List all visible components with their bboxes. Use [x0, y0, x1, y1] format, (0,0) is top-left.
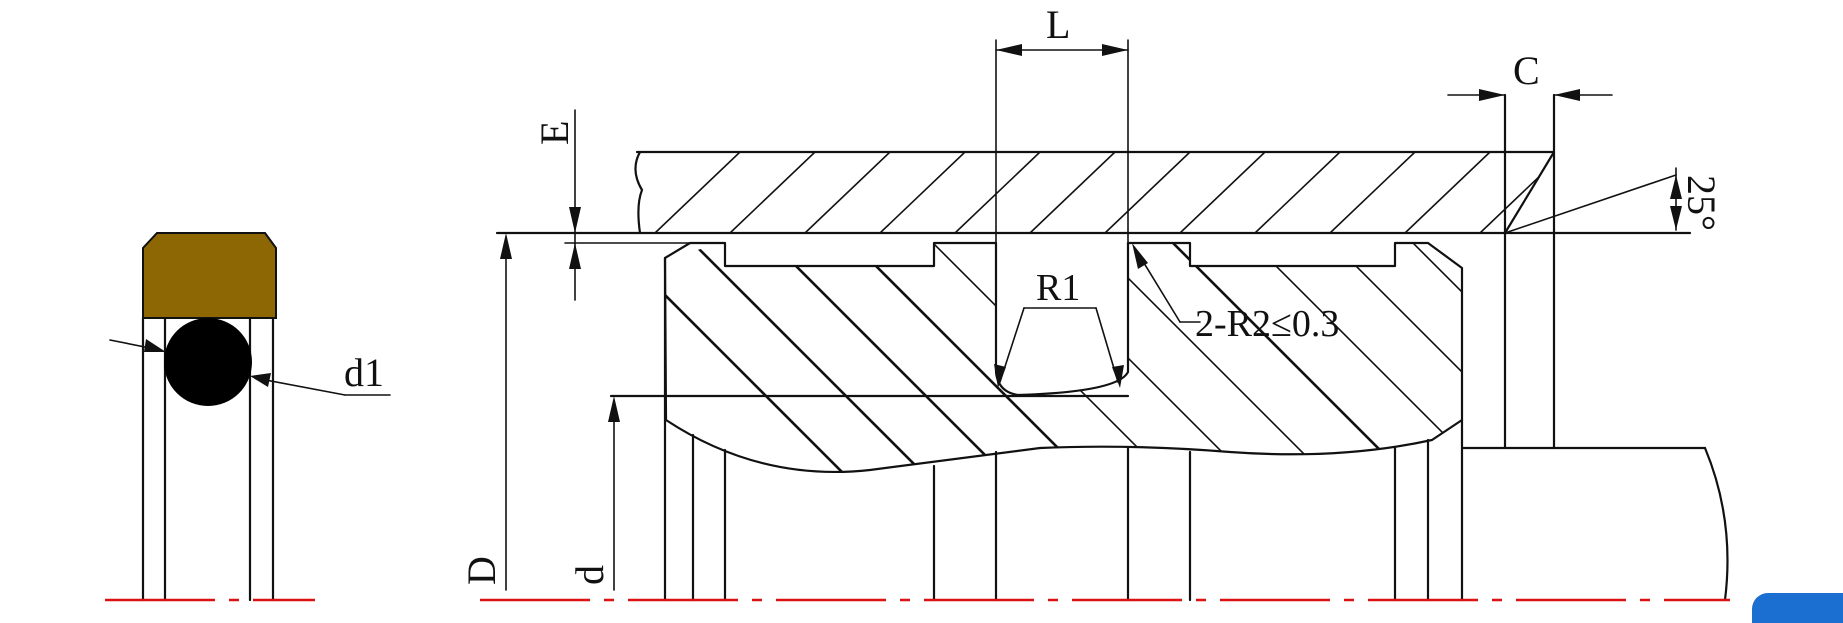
- corner-tab[interactable]: [1752, 593, 1843, 623]
- label-R2-note: 2-R2≤0.3: [1195, 303, 1339, 345]
- seal-groove-drawing: L C E 25° R1 2-R2≤0.3 d1: [105, 2, 1730, 602]
- dimension-R1: R1: [994, 267, 1124, 388]
- housing-section: [495, 150, 1692, 235]
- dimension-R2: 2-R2≤0.3: [1132, 243, 1339, 345]
- seal-ring: [142, 232, 277, 319]
- rod-section: [1460, 93, 1729, 602]
- dimension-angle: 25°: [1670, 175, 1724, 231]
- o-ring: [164, 318, 252, 406]
- label-d1: d1: [344, 350, 384, 395]
- label-d: d: [567, 565, 612, 585]
- dimension-D: D: [459, 233, 512, 591]
- seal-cross-section: [109, 232, 391, 602]
- dimension-E: E: [532, 109, 691, 301]
- piston-section: [609, 241, 1464, 602]
- label-E: E: [532, 121, 577, 145]
- label-L: L: [1046, 2, 1070, 47]
- dimension-C: C: [1447, 48, 1613, 101]
- dimension-L: L: [995, 2, 1129, 244]
- label-R1: R1: [1036, 267, 1080, 309]
- label-angle: 25°: [1679, 175, 1724, 231]
- label-C: C: [1513, 48, 1540, 93]
- label-D: D: [459, 556, 504, 585]
- dimension-d: d: [567, 396, 620, 591]
